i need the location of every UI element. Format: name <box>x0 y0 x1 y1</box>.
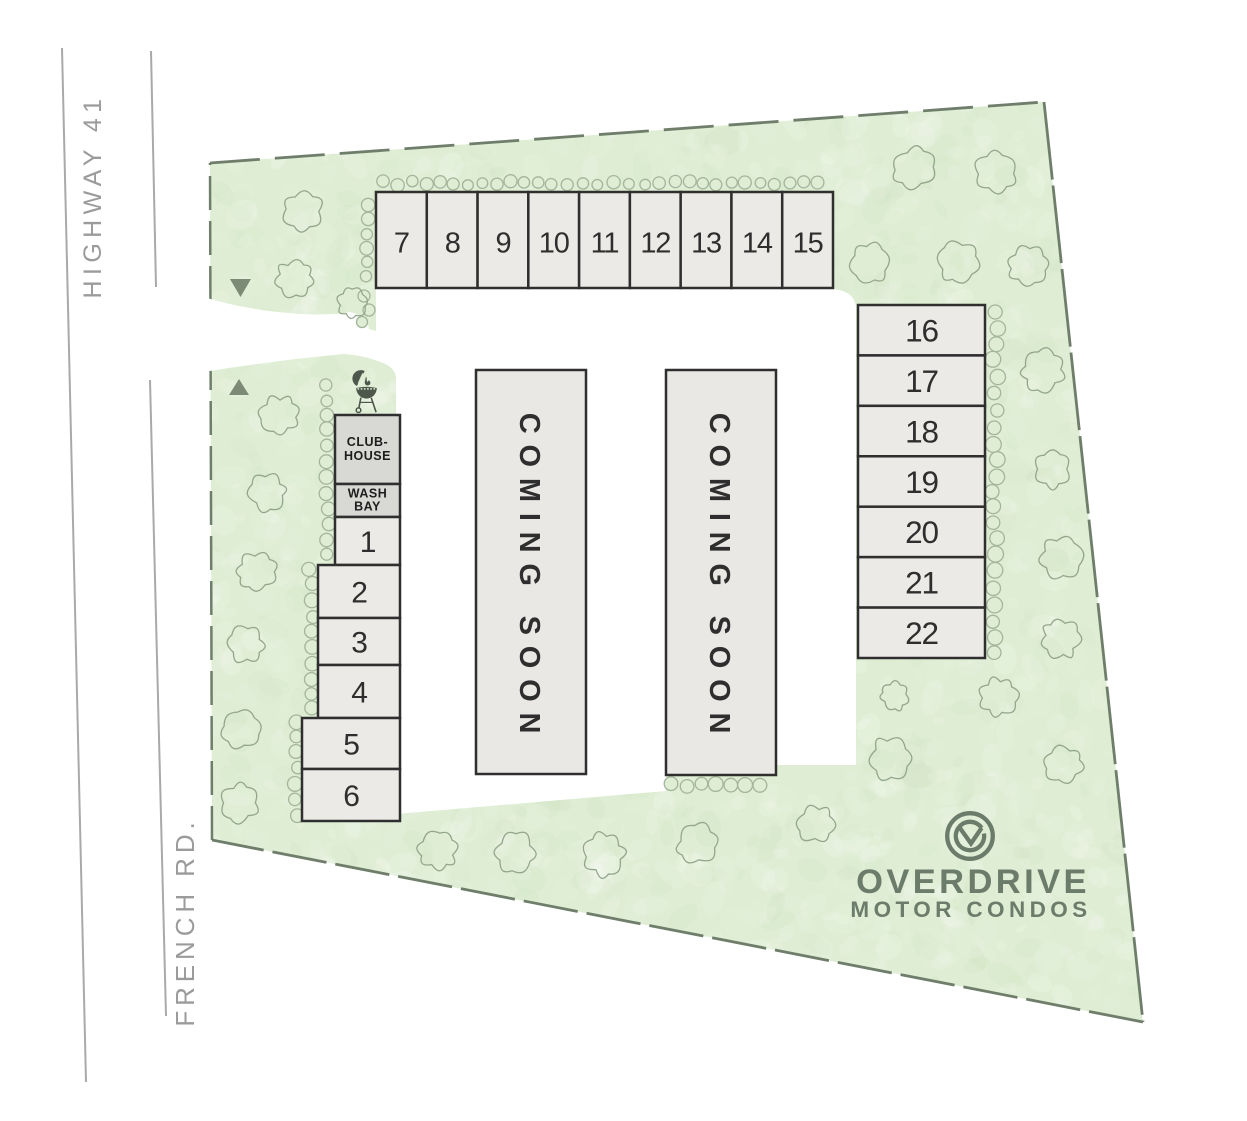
svg-text:9: 9 <box>495 228 510 260</box>
svg-text:COMING SOON: COMING SOON <box>703 413 735 744</box>
svg-text:BAY: BAY <box>354 500 381 514</box>
svg-text:6: 6 <box>343 780 359 813</box>
svg-text:CLUB-: CLUB- <box>347 435 388 449</box>
svg-text:12: 12 <box>640 228 670 260</box>
svg-text:7: 7 <box>394 228 409 260</box>
svg-text:HIGHWAY 41: HIGHWAY 41 <box>79 94 107 299</box>
svg-text:13: 13 <box>691 228 721 260</box>
svg-text:MOTOR CONDOS: MOTOR CONDOS <box>850 897 1091 922</box>
svg-text:17: 17 <box>905 363 938 399</box>
svg-text:10: 10 <box>539 228 569 260</box>
svg-text:5: 5 <box>343 728 359 761</box>
svg-text:2: 2 <box>351 576 367 609</box>
svg-text:20: 20 <box>905 514 938 550</box>
svg-text:15: 15 <box>793 228 823 260</box>
svg-text:HOUSE: HOUSE <box>344 449 391 463</box>
svg-text:14: 14 <box>742 228 773 260</box>
svg-text:19: 19 <box>905 464 938 500</box>
svg-text:3: 3 <box>351 626 367 659</box>
svg-text:21: 21 <box>905 565 938 601</box>
svg-text:1: 1 <box>360 526 376 559</box>
svg-text:8: 8 <box>445 228 460 260</box>
svg-text:COMING SOON: COMING SOON <box>513 413 545 744</box>
svg-text:11: 11 <box>591 228 619 260</box>
svg-text:4: 4 <box>351 676 367 709</box>
svg-text:OVERDRIVE: OVERDRIVE <box>856 863 1090 901</box>
svg-text:FRENCH RD.: FRENCH RD. <box>170 817 200 1026</box>
svg-text:22: 22 <box>905 615 938 651</box>
svg-text:18: 18 <box>905 413 938 449</box>
svg-text:WASH: WASH <box>348 487 388 501</box>
svg-text:16: 16 <box>905 313 938 349</box>
